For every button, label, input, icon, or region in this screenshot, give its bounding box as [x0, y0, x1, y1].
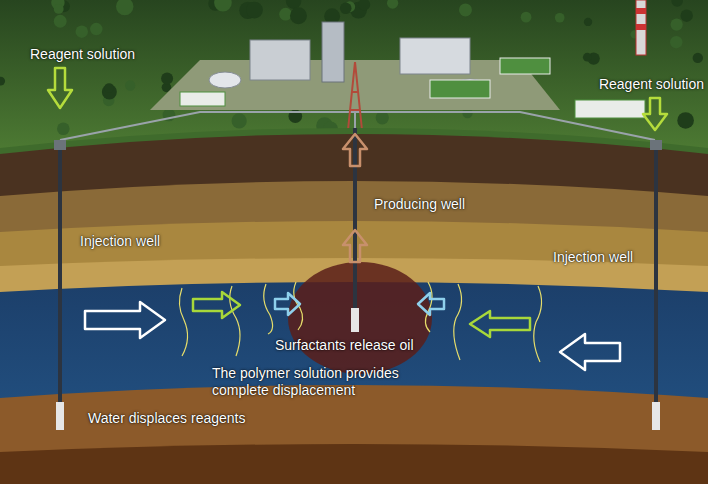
tree: [459, 3, 472, 16]
tree: [680, 9, 692, 21]
tree-canopy: [0, 0, 703, 136]
tree: [670, 36, 682, 48]
tree: [57, 122, 70, 135]
chimney-band: [636, 24, 646, 30]
water-arrow: [85, 302, 165, 338]
tree: [671, 0, 683, 7]
chimney: [636, 0, 646, 55]
column-tower: [322, 22, 344, 82]
oil-reservoir-layer: [0, 282, 708, 484]
plant-building: [400, 38, 470, 74]
callout-label: Injection well: [80, 233, 160, 250]
tree: [90, 23, 103, 36]
callout-label: Reagent solution: [30, 46, 135, 63]
tree: [693, 53, 703, 63]
callout-label: Surfactants release oil: [275, 337, 414, 354]
front-line: [425, 282, 432, 332]
tree: [376, 111, 389, 124]
chimney-band: [636, 8, 646, 14]
oil-zone: [288, 262, 432, 374]
tree: [214, 0, 232, 12]
tree: [583, 53, 592, 62]
up-arrow: [343, 134, 367, 166]
tree: [0, 77, 5, 86]
plant-building: [250, 40, 310, 80]
green-roof-building: [430, 80, 490, 98]
tree: [116, 0, 133, 15]
tree: [521, 12, 532, 23]
well-tip: [56, 402, 64, 430]
bedrock-layer: [0, 444, 708, 484]
tree: [161, 72, 173, 84]
well-tip: [652, 402, 660, 430]
tree: [104, 83, 114, 93]
tree: [387, 0, 398, 9]
green-roof-building: [500, 58, 550, 74]
storage-tank: [209, 72, 241, 88]
callout-label: Reagent solution: [599, 76, 704, 93]
front-line: [454, 284, 462, 360]
callout-label: Injection well: [553, 249, 633, 266]
injection-well: [654, 148, 658, 430]
front-line: [230, 286, 240, 356]
green-roof-building: [180, 92, 225, 106]
callout-label: Producing well: [374, 196, 465, 213]
water-arrow: [560, 334, 620, 370]
tree: [279, 8, 292, 21]
down-arrow: [643, 98, 667, 130]
front-line: [179, 288, 187, 356]
tree: [232, 113, 247, 128]
tree: [584, 18, 592, 26]
green-roof-building: [575, 100, 645, 118]
derrick: [348, 62, 362, 130]
tree: [555, 13, 565, 23]
tree: [54, 4, 64, 14]
front-line: [264, 284, 273, 334]
callout-label: The polymer solution provides complete d…: [212, 365, 452, 399]
well-tip: [351, 308, 359, 332]
tree: [677, 112, 694, 129]
polymer-arrow: [470, 311, 530, 337]
surfactant-arrow: [275, 293, 300, 315]
callout-label: Water displaces reagents: [88, 410, 245, 427]
polymer-arrow: [193, 292, 240, 318]
grass-edge: [0, 128, 708, 484]
down-arrow: [48, 68, 72, 108]
tree: [246, 2, 263, 19]
tree: [340, 3, 352, 15]
injection-well: [58, 148, 62, 430]
surface-pipeline: [354, 112, 356, 128]
front-line: [534, 286, 542, 362]
tree: [671, 18, 683, 30]
tree: [358, 0, 370, 11]
bedrock-layer: [0, 385, 708, 484]
surfactant-arrow: [418, 293, 444, 315]
wellhead: [650, 140, 662, 150]
tree: [125, 80, 135, 90]
wellhead: [54, 140, 66, 150]
tree: [54, 15, 67, 28]
tree: [290, 7, 307, 24]
tree: [76, 26, 88, 38]
up-arrow: [343, 230, 367, 262]
